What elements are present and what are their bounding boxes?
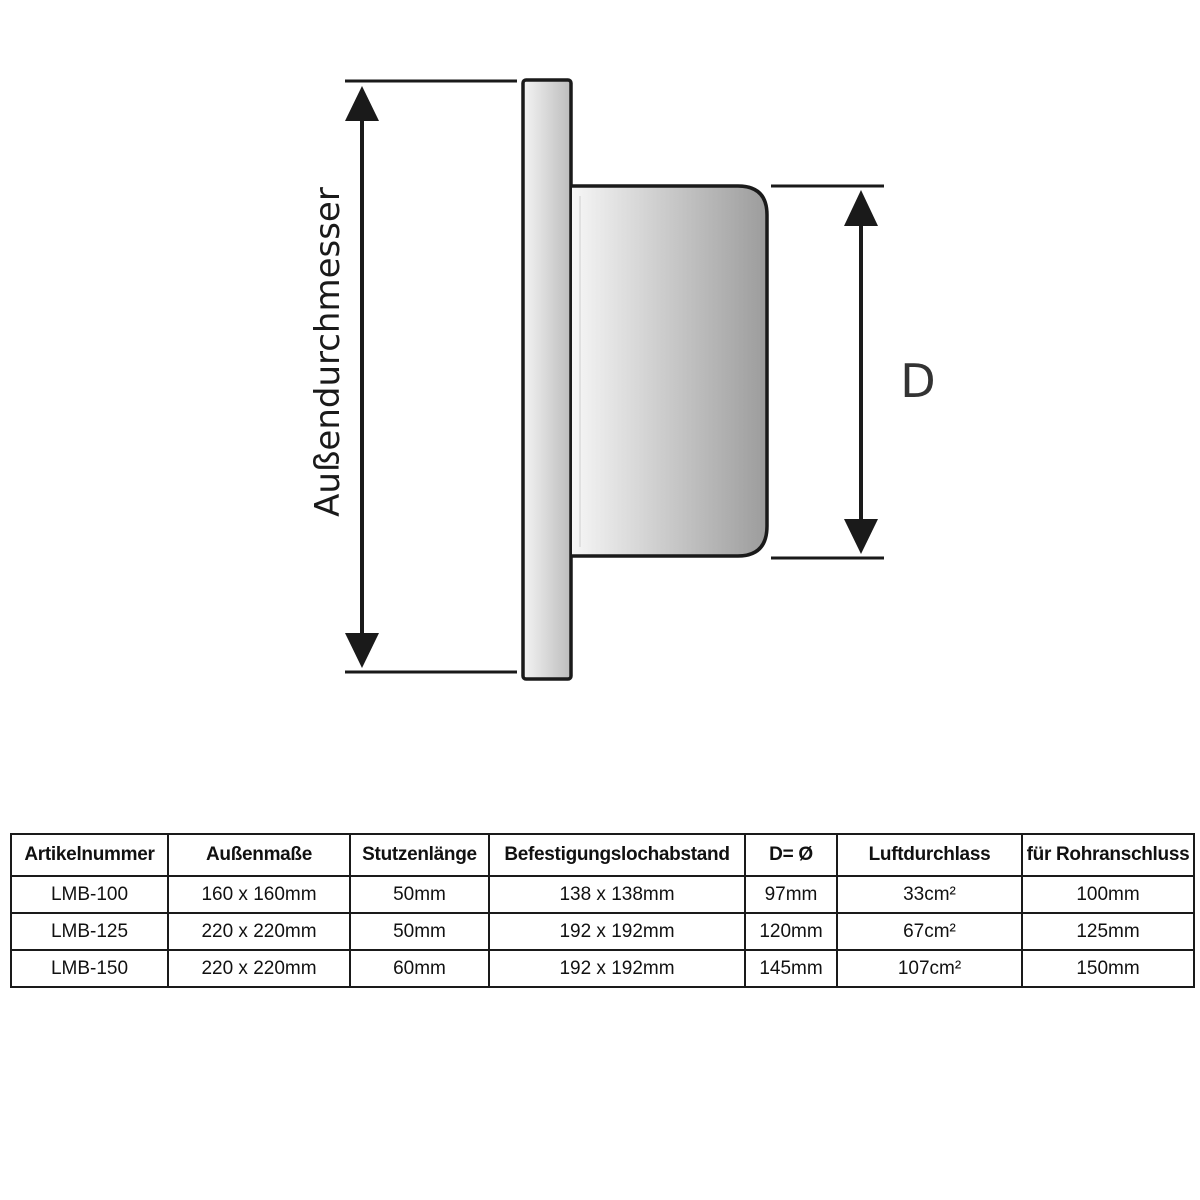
dimension-diagram: Außendurchmesser D [308,78,936,681]
table-cell: 150mm [1021,949,1195,988]
table-cell: 97mm [744,875,838,914]
d-arrow-up-icon [844,190,878,226]
header-rohranschluss: für Rohranschluss [1021,833,1195,877]
spec-table: Artikelnummer Außenmaße Stutzenlänge Bef… [10,833,1195,988]
table-cell: 160 x 160mm [167,875,351,914]
table-cell: 138 x 138mm [488,875,746,914]
table-cell: 220 x 220mm [167,912,351,951]
d-arrow-down-icon [844,519,878,554]
table-cell: 192 x 192mm [488,949,746,988]
flange-plate [521,78,573,681]
table-cell: 100mm [1021,875,1195,914]
table-cell: LMB-100 [10,875,169,914]
outer-arrow-down-icon [345,633,379,668]
table-cell: 50mm [349,875,490,914]
table-row: LMB-125 220 x 220mm 50mm 192 x 192mm 120… [10,912,1195,951]
table-cell: 125mm [1021,912,1195,951]
outer-diameter-label: Außendurchmesser [308,187,348,517]
table-cell: LMB-125 [10,912,169,951]
table-row: LMB-150 220 x 220mm 60mm 192 x 192mm 145… [10,949,1195,988]
table-cell: 145mm [744,949,838,988]
outer-arrow-up-icon [345,86,379,121]
header-aussenmasse: Außenmaße [167,833,351,877]
table-cell: 107cm² [836,949,1023,988]
header-d-diameter: D= Ø [744,833,838,877]
table-cell: LMB-150 [10,949,169,988]
table-cell: 120mm [744,912,838,951]
table-cell: 67cm² [836,912,1023,951]
d-label: D [900,354,935,408]
table-header-row: Artikelnummer Außenmaße Stutzenlänge Bef… [10,833,1195,877]
header-stutzenlaenge: Stutzenlänge [349,833,490,877]
header-artikelnummer: Artikelnummer [10,833,169,877]
table-row: LMB-100 160 x 160mm 50mm 138 x 138mm 97m… [10,875,1195,914]
header-befestigungslochabstand: Befestigungslochabstand [488,833,746,877]
header-luftdurchlass: Luftdurchlass [836,833,1023,877]
spigot [572,184,769,558]
table-cell: 220 x 220mm [167,949,351,988]
table-cell: 192 x 192mm [488,912,746,951]
table-cell: 50mm [349,912,490,951]
table-cell: 33cm² [836,875,1023,914]
table-cell: 60mm [349,949,490,988]
